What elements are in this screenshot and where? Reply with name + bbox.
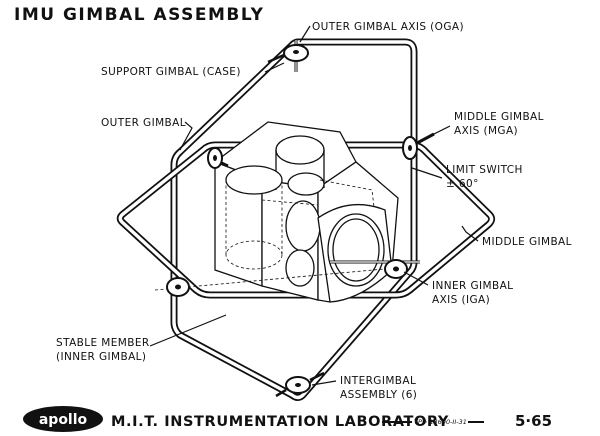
label-mga-line1: MIDDLE GIMBAL bbox=[454, 111, 544, 123]
apollo-logo-text: apollo bbox=[39, 412, 88, 428]
leader-support bbox=[264, 62, 285, 73]
outer-gimbal-ring bbox=[170, 38, 418, 401]
label-stable-member-1: STABLE MEMBER bbox=[56, 337, 150, 349]
label-middle-gimbal: MIDDLE GIMBAL bbox=[482, 236, 572, 248]
label-limit-switch-1: LIMIT SWITCH bbox=[446, 164, 523, 176]
label-stable-member-2: (INNER GIMBAL) bbox=[56, 351, 146, 363]
iga-left-bearing bbox=[166, 277, 190, 297]
leader-mga bbox=[417, 125, 451, 143]
stable-member-block bbox=[213, 121, 399, 303]
leader-stable bbox=[149, 314, 227, 347]
diagram-title: IMU GIMBAL ASSEMBLY bbox=[14, 5, 264, 25]
label-outer-gimbal: OUTER GIMBAL bbox=[101, 117, 186, 129]
mga-left-bearing bbox=[207, 147, 223, 169]
leader-oga bbox=[299, 25, 311, 43]
mga-right-bearing bbox=[402, 136, 418, 160]
leader-middle bbox=[461, 225, 479, 242]
leader-limit bbox=[411, 167, 443, 179]
inner-gimbal-axis bbox=[154, 260, 420, 291]
label-oga: OUTER GIMBAL AXIS (OGA) bbox=[312, 21, 464, 33]
intergimbal-bottom-bearing bbox=[275, 371, 325, 398]
label-mga-line2: AXIS (MGA) bbox=[454, 125, 518, 137]
label-intergimbal-1: INTERGIMBAL bbox=[340, 375, 416, 387]
leader-intergimbal bbox=[311, 380, 337, 386]
label-iga-line1: INNER GIMBAL bbox=[432, 280, 513, 292]
leader-outer bbox=[179, 121, 193, 151]
label-limit-switch-2: ± 60° bbox=[446, 178, 479, 190]
label-iga-line2: AXIS (IGA) bbox=[432, 294, 490, 306]
tp-number: TP# 13600-II-31 bbox=[414, 418, 467, 426]
apollo-logo: apollo bbox=[23, 406, 103, 432]
label-support-gimbal: SUPPORT GIMBAL (CASE) bbox=[101, 66, 241, 78]
lab-name: M.I.T. INSTRUMENTATION LABORATORY bbox=[111, 414, 449, 430]
leader-iga bbox=[403, 271, 429, 286]
label-intergimbal-2: ASSEMBLY (6) bbox=[340, 389, 417, 401]
page-number: 5·65 bbox=[515, 412, 552, 430]
middle-gimbal-ring bbox=[116, 141, 496, 299]
iga-right-bearing bbox=[384, 259, 408, 279]
oga-top-bearing bbox=[267, 44, 309, 64]
